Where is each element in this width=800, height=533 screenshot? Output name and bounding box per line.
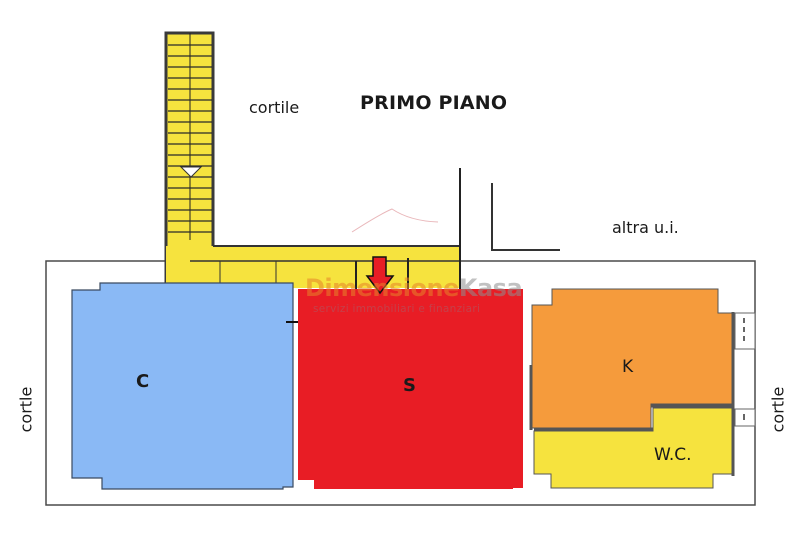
courtyard-label-right: cortle (768, 386, 788, 433)
courtyard-label-top: cortile (249, 98, 300, 117)
watermark-tagline: servizi immobiliari e finanziari (313, 303, 481, 315)
floor-title: PRIMO PIANO (360, 92, 508, 114)
entrance-arrow-icon (365, 256, 395, 295)
neighbor-unit-wall (491, 183, 560, 251)
watermark-brand-part1: Dimensione (305, 274, 459, 302)
watermark-brand-part2: Kasa (458, 274, 523, 302)
watermark-roof-icon (351, 208, 439, 233)
window-niche (734, 408, 756, 427)
room-label-c: C (136, 371, 150, 392)
room-label-k: K (622, 357, 634, 377)
room-c (71, 282, 294, 490)
stair-steps (168, 44, 212, 233)
watermark-brand: DimensioneKasa (305, 274, 523, 302)
corridor (166, 246, 461, 288)
neighbor-unit-label: altra u.i. (612, 218, 679, 237)
room-label-s: S (403, 375, 416, 396)
courtyard-label-left: cortle (16, 386, 36, 433)
window-niche (734, 312, 756, 350)
room-wc (533, 407, 734, 489)
room-label-wc: W.C. (654, 445, 692, 465)
down-triangle-icon (179, 166, 203, 178)
room-s (298, 289, 523, 489)
